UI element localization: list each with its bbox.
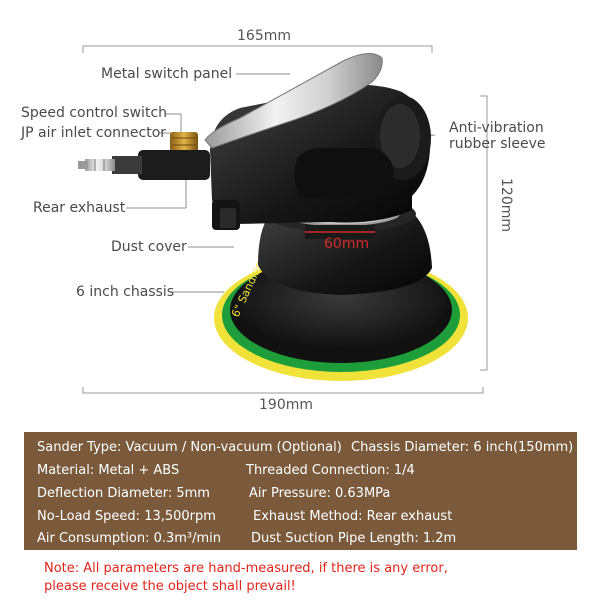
spec-no-load-speed: No-Load Speed: 13,500rpm <box>37 509 216 524</box>
neck-diameter-label: 60mm <box>324 236 370 252</box>
spec-material: Material: Metal + ABS <box>37 463 180 478</box>
note-line-1: Note: All parameters are hand-measured, … <box>44 561 448 576</box>
dust-cover-label: Dust cover <box>111 239 187 255</box>
chassis-label: 6 inch chassis <box>76 284 175 300</box>
dimension-lines <box>82 45 488 394</box>
spec-panel: Sander Type: Vacuum / Non-vacuum (Option… <box>24 432 577 550</box>
bottom-width-label: 190mm <box>259 397 313 413</box>
spec-dust-suction-pipe: Dust Suction Pipe Length: 1.2m <box>251 531 457 546</box>
spec-air-consumption: Air Consumption: 0.3m³/min <box>37 531 222 546</box>
spec-exhaust-method: Exhaust Method: Rear exhaust <box>253 509 453 524</box>
metal-switch-lever <box>204 53 383 149</box>
jp-air-inlet-label: JP air inlet connector <box>21 125 167 141</box>
height-label: 120mm <box>498 178 514 232</box>
note-line-2: please receive the object shall prevail! <box>44 579 296 594</box>
top-width-dimension <box>82 45 433 53</box>
speed-control-switch-label: Speed control switch <box>21 105 168 121</box>
sander-illustration: 6" Sanding <box>78 45 488 394</box>
anti-vibration-label: Anti-vibration rubber sleeve <box>449 120 546 152</box>
air-inlet-connector <box>78 150 210 180</box>
bottom-width-dimension <box>82 387 484 394</box>
rear-exhaust-label: Rear exhaust <box>33 200 126 216</box>
anti-vibration-line-2: rubber sleeve <box>449 136 546 152</box>
spec-sander-type: Sander Type: Vacuum / Non-vacuum (Option… <box>37 440 342 455</box>
spec-deflection-diameter: Deflection Diameter: 5mm <box>37 486 210 501</box>
top-width-label: 165mm <box>237 28 291 44</box>
anti-vibration-line-1: Anti-vibration <box>449 120 544 136</box>
metal-switch-panel-label: Metal switch panel <box>101 66 233 82</box>
spec-threaded-connection: Threaded Connection: 1/4 <box>246 463 415 478</box>
spec-chassis-diameter: Chassis Diameter: 6 inch(150mm) <box>351 440 574 455</box>
height-dimension <box>480 95 488 371</box>
product-diagram: 6" Sanding <box>21 28 546 413</box>
spec-air-pressure: Air Pressure: 0.63MPa <box>249 486 391 501</box>
callout-lines <box>126 73 436 293</box>
